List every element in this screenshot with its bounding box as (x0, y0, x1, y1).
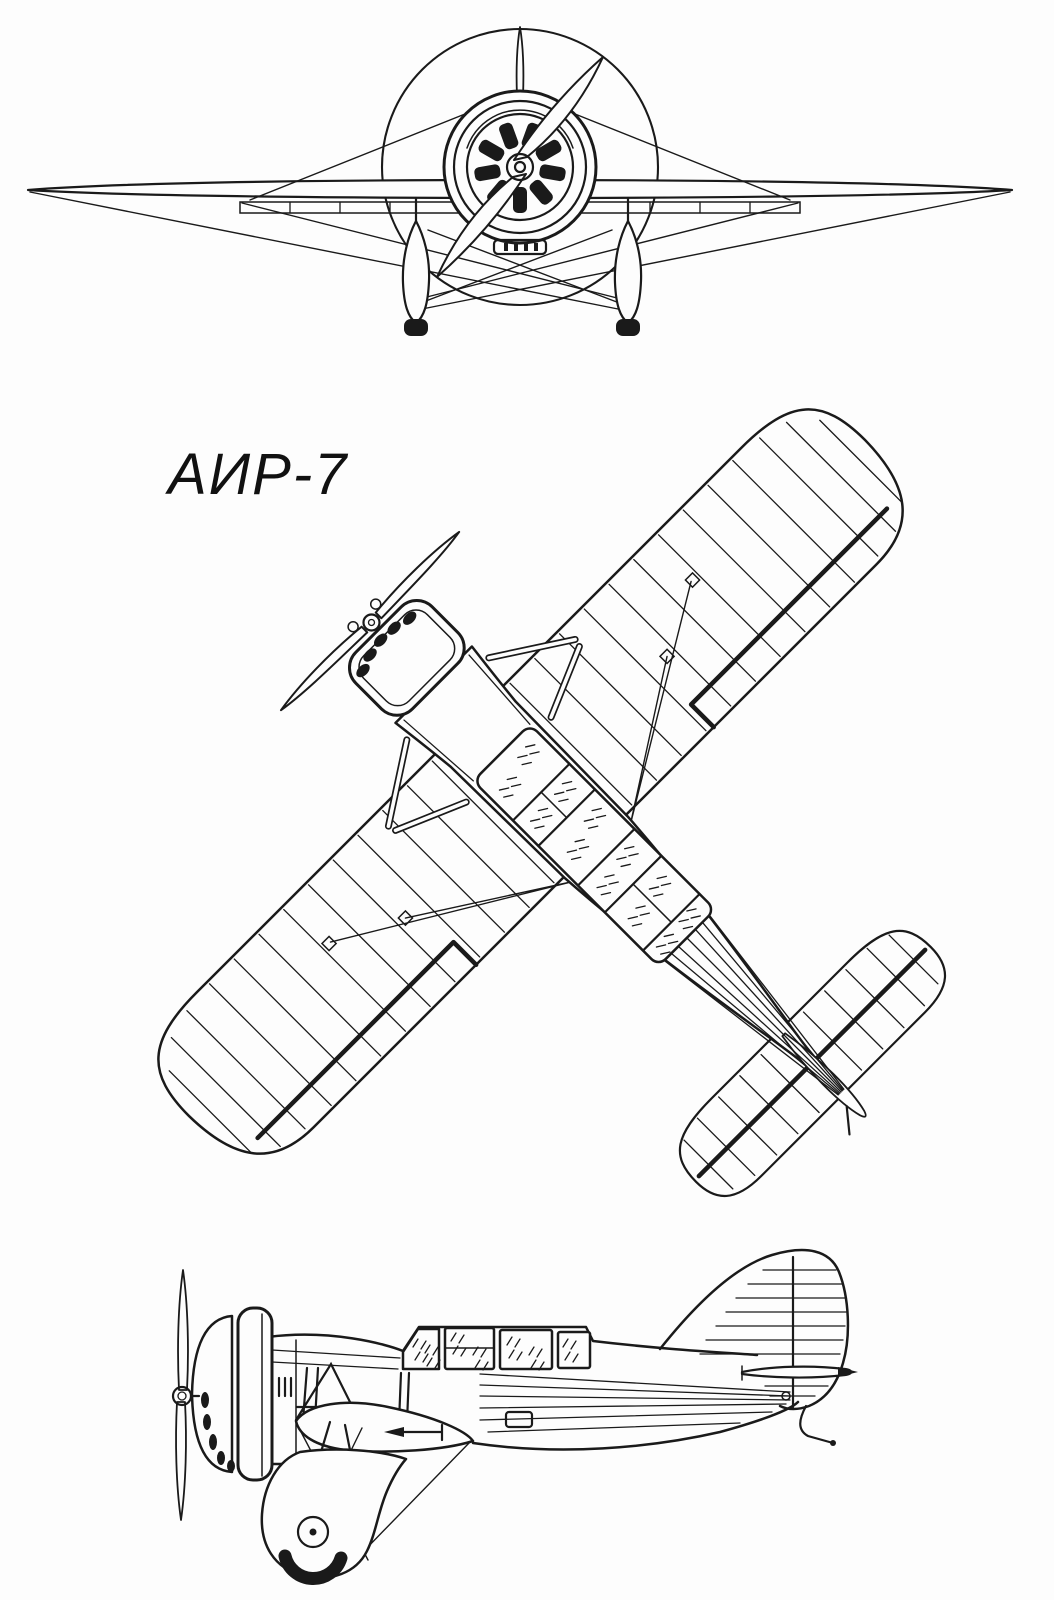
wheel-spat-right (613, 219, 643, 325)
propeller-hub-front (505, 152, 535, 182)
tail-skid (799, 1404, 835, 1445)
lift-struts-top (384, 635, 583, 834)
wing-ribs (168, 419, 903, 1154)
front-view (26, 26, 1014, 336)
tire-right (616, 319, 640, 336)
propeller-hub-side (171, 1385, 193, 1407)
aircraft-title: АИР-7 (165, 442, 349, 507)
ailerons (255, 506, 890, 1141)
tire-side (278, 1549, 348, 1585)
side-view (171, 1248, 858, 1585)
carburetor-intake (492, 238, 548, 256)
aileron-horn (384, 1423, 444, 1442)
top-view (157, 408, 947, 1198)
propeller-blade-vertical (515, 26, 525, 97)
rear-fuselage-stringers-side (479, 1373, 791, 1433)
wing-bracing-wires-top (329, 580, 692, 943)
engine-cooling-openings (356, 611, 417, 678)
engine-side (190, 1306, 274, 1482)
landing-gear-side (260, 1420, 471, 1585)
propeller-top (279, 530, 461, 712)
engine-cowling-front (442, 89, 598, 245)
wheel-hub (296, 1515, 330, 1549)
louver-vents (277, 1376, 293, 1398)
spinner-top (362, 613, 381, 632)
tire-left (404, 319, 428, 336)
wheel-spat-left (401, 219, 431, 325)
wheel-spat-side (260, 1448, 408, 1580)
landing-gear-front (401, 196, 643, 336)
propeller-blades-front (436, 56, 604, 278)
tail-skid-top (845, 1105, 851, 1136)
cowl-ring-side (236, 1306, 274, 1482)
propeller-side (171, 1269, 201, 1521)
rear-fuselage-stringers-top (663, 914, 845, 1096)
strut-fittings (320, 571, 701, 952)
stabilizer-side (740, 1365, 858, 1381)
vertical-fin (658, 1248, 850, 1446)
access-hatch (504, 1410, 534, 1429)
bracing-wires (29, 111, 1011, 310)
canopy-side (401, 1326, 592, 1371)
